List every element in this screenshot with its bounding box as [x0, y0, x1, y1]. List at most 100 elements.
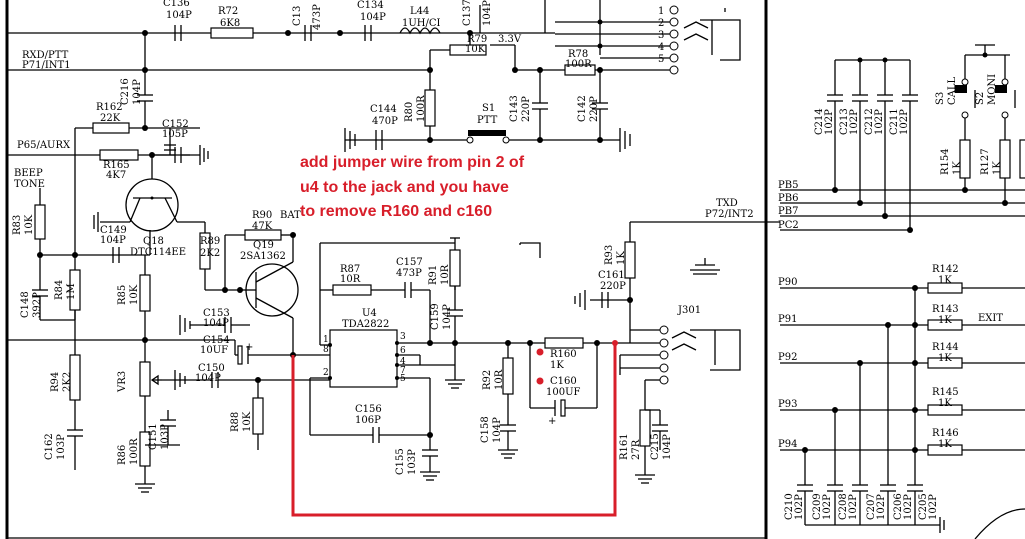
label-u4-val: TDA2822 — [342, 319, 389, 330]
net-pb5: PB5 — [778, 180, 798, 191]
net-pb7: PB7 — [778, 206, 798, 217]
output-network: + — [498, 337, 630, 459]
label-c137: C137 — [462, 0, 473, 26]
u4-pin-4: 4 — [400, 357, 406, 367]
label-r145-val: 1K — [938, 398, 952, 409]
label-r84-val: 1M — [66, 283, 77, 300]
sheet-border — [5, 0, 768, 539]
label-r80: R80 — [404, 102, 415, 122]
u4-pin-6: 6 — [400, 346, 406, 356]
label-c212: C212 — [864, 108, 875, 135]
net-p71: P71/INT1 — [22, 60, 71, 71]
c154-polarity: + — [245, 342, 253, 353]
net-exit: EXIT — [978, 313, 1003, 324]
right-panel — [780, 44, 1025, 539]
label-s3: S3 — [935, 92, 946, 105]
label-r142: R142 — [932, 264, 959, 275]
label-r165-val: 4K7 — [106, 170, 126, 181]
label-c157-val: 473P — [396, 268, 422, 279]
c160-polarity: + — [548, 416, 556, 427]
label-r94-val: 2K2 — [62, 372, 73, 392]
label-r161-val: 27R — [631, 439, 642, 460]
label-r72-val: 6K8 — [220, 18, 240, 29]
label-c211-val: 102P — [899, 109, 910, 135]
annotation-line-1: add jumper wire from pin 2 of — [300, 154, 525, 171]
label-c144: C144 — [370, 104, 397, 115]
label-c216: C216 — [120, 78, 131, 105]
jack-pin-2: 2 — [658, 18, 664, 29]
annotation-line-3: to remove R160 and c160 — [300, 203, 492, 220]
label-c205: C205 — [918, 493, 929, 520]
label-q18-val: DTC114EE — [130, 247, 186, 258]
label-c149-val: 104P — [100, 235, 126, 246]
label-c214: C214 — [814, 108, 825, 135]
label-c148-val: 392P — [32, 292, 43, 318]
label-r145: R145 — [932, 387, 959, 398]
vr3-section — [67, 255, 180, 493]
label-r88-val: 10K — [242, 411, 253, 432]
u4-section: 1 2 3 4 5 6 7 8 — [293, 237, 533, 481]
label-r86: R86 — [117, 445, 128, 465]
label-c136: C136 — [163, 0, 190, 9]
label-c155-val: 103P — [407, 449, 418, 475]
label-r165: R165 — [103, 160, 130, 171]
label-c143-val: 220P — [521, 96, 532, 122]
label-c215-val: 104P — [662, 434, 673, 460]
label-c143: C143 — [509, 95, 520, 122]
label-c159-val: 104P — [442, 304, 453, 330]
q19-section — [199, 229, 299, 355]
label-r72: R72 — [218, 6, 238, 17]
label-c156-val: 106P — [355, 415, 381, 426]
annotation-line-2: u4 to the jack and you have — [300, 179, 509, 196]
net-pb6: PB6 — [778, 193, 798, 204]
label-s1-val: PTT — [477, 115, 498, 126]
label-r83-val: 10K — [24, 214, 35, 235]
label-c134: C134 — [357, 0, 384, 11]
label-r146: R146 — [932, 428, 959, 439]
label-c142: C142 — [577, 95, 588, 122]
label-c206: C206 — [893, 493, 904, 520]
label-c13x-val: 473P — [312, 4, 323, 30]
label-c160: C160 — [550, 376, 577, 387]
label-r93-val: 1K — [616, 251, 627, 265]
label-c152-val: 105P — [162, 129, 188, 140]
label-r85: R85 — [117, 285, 128, 305]
u4-pin-5: 5 — [400, 374, 406, 384]
label-c156: C156 — [355, 404, 382, 415]
jack-pin-4: 4 — [658, 42, 664, 53]
label-c214-val: 102P — [824, 109, 835, 135]
label-c210-val: 102P — [794, 494, 805, 520]
label-r161: R161 — [619, 433, 630, 460]
label-c142-val: 220P — [589, 96, 600, 122]
label-c150: C150 — [198, 363, 225, 374]
label-c208-val: 102P — [848, 494, 859, 520]
label-u4: U4 — [362, 308, 377, 319]
label-r79-val: 10K — [465, 44, 486, 55]
label-r162: R162 — [96, 102, 123, 113]
label-c159: C159 — [430, 303, 441, 330]
annotation-note: add jumper wire from pin 2 of u4 to the … — [300, 154, 525, 220]
label-c154-val: 10UF — [200, 345, 228, 356]
label-c148: C148 — [20, 291, 31, 318]
label-c152: C152 — [162, 119, 189, 130]
label-c149: C149 — [100, 225, 127, 236]
label-r85-val: 10K — [129, 284, 140, 305]
net-p93: P93 — [778, 399, 797, 410]
label-r89: R89 — [200, 236, 220, 247]
label-s2: S2 — [975, 92, 986, 105]
label-q19-val: 2SA1362 — [240, 251, 286, 262]
net-p90: P90 — [778, 277, 797, 288]
label-c212-val: 102P — [874, 109, 885, 135]
net-beep: BEEP — [14, 168, 43, 179]
net-pc2: PC2 — [778, 220, 799, 231]
label-r91-val: 10R — [440, 264, 451, 285]
label-r154-val: 1K — [952, 161, 963, 175]
label-c209: C209 — [812, 493, 823, 520]
label-r143: R143 — [932, 304, 959, 315]
label-r94: R94 — [50, 372, 61, 392]
label-c210: C210 — [784, 493, 795, 520]
label-q18: Q18 — [143, 236, 164, 247]
label-r84: R84 — [54, 280, 65, 300]
label-c154: C154 — [203, 335, 230, 346]
